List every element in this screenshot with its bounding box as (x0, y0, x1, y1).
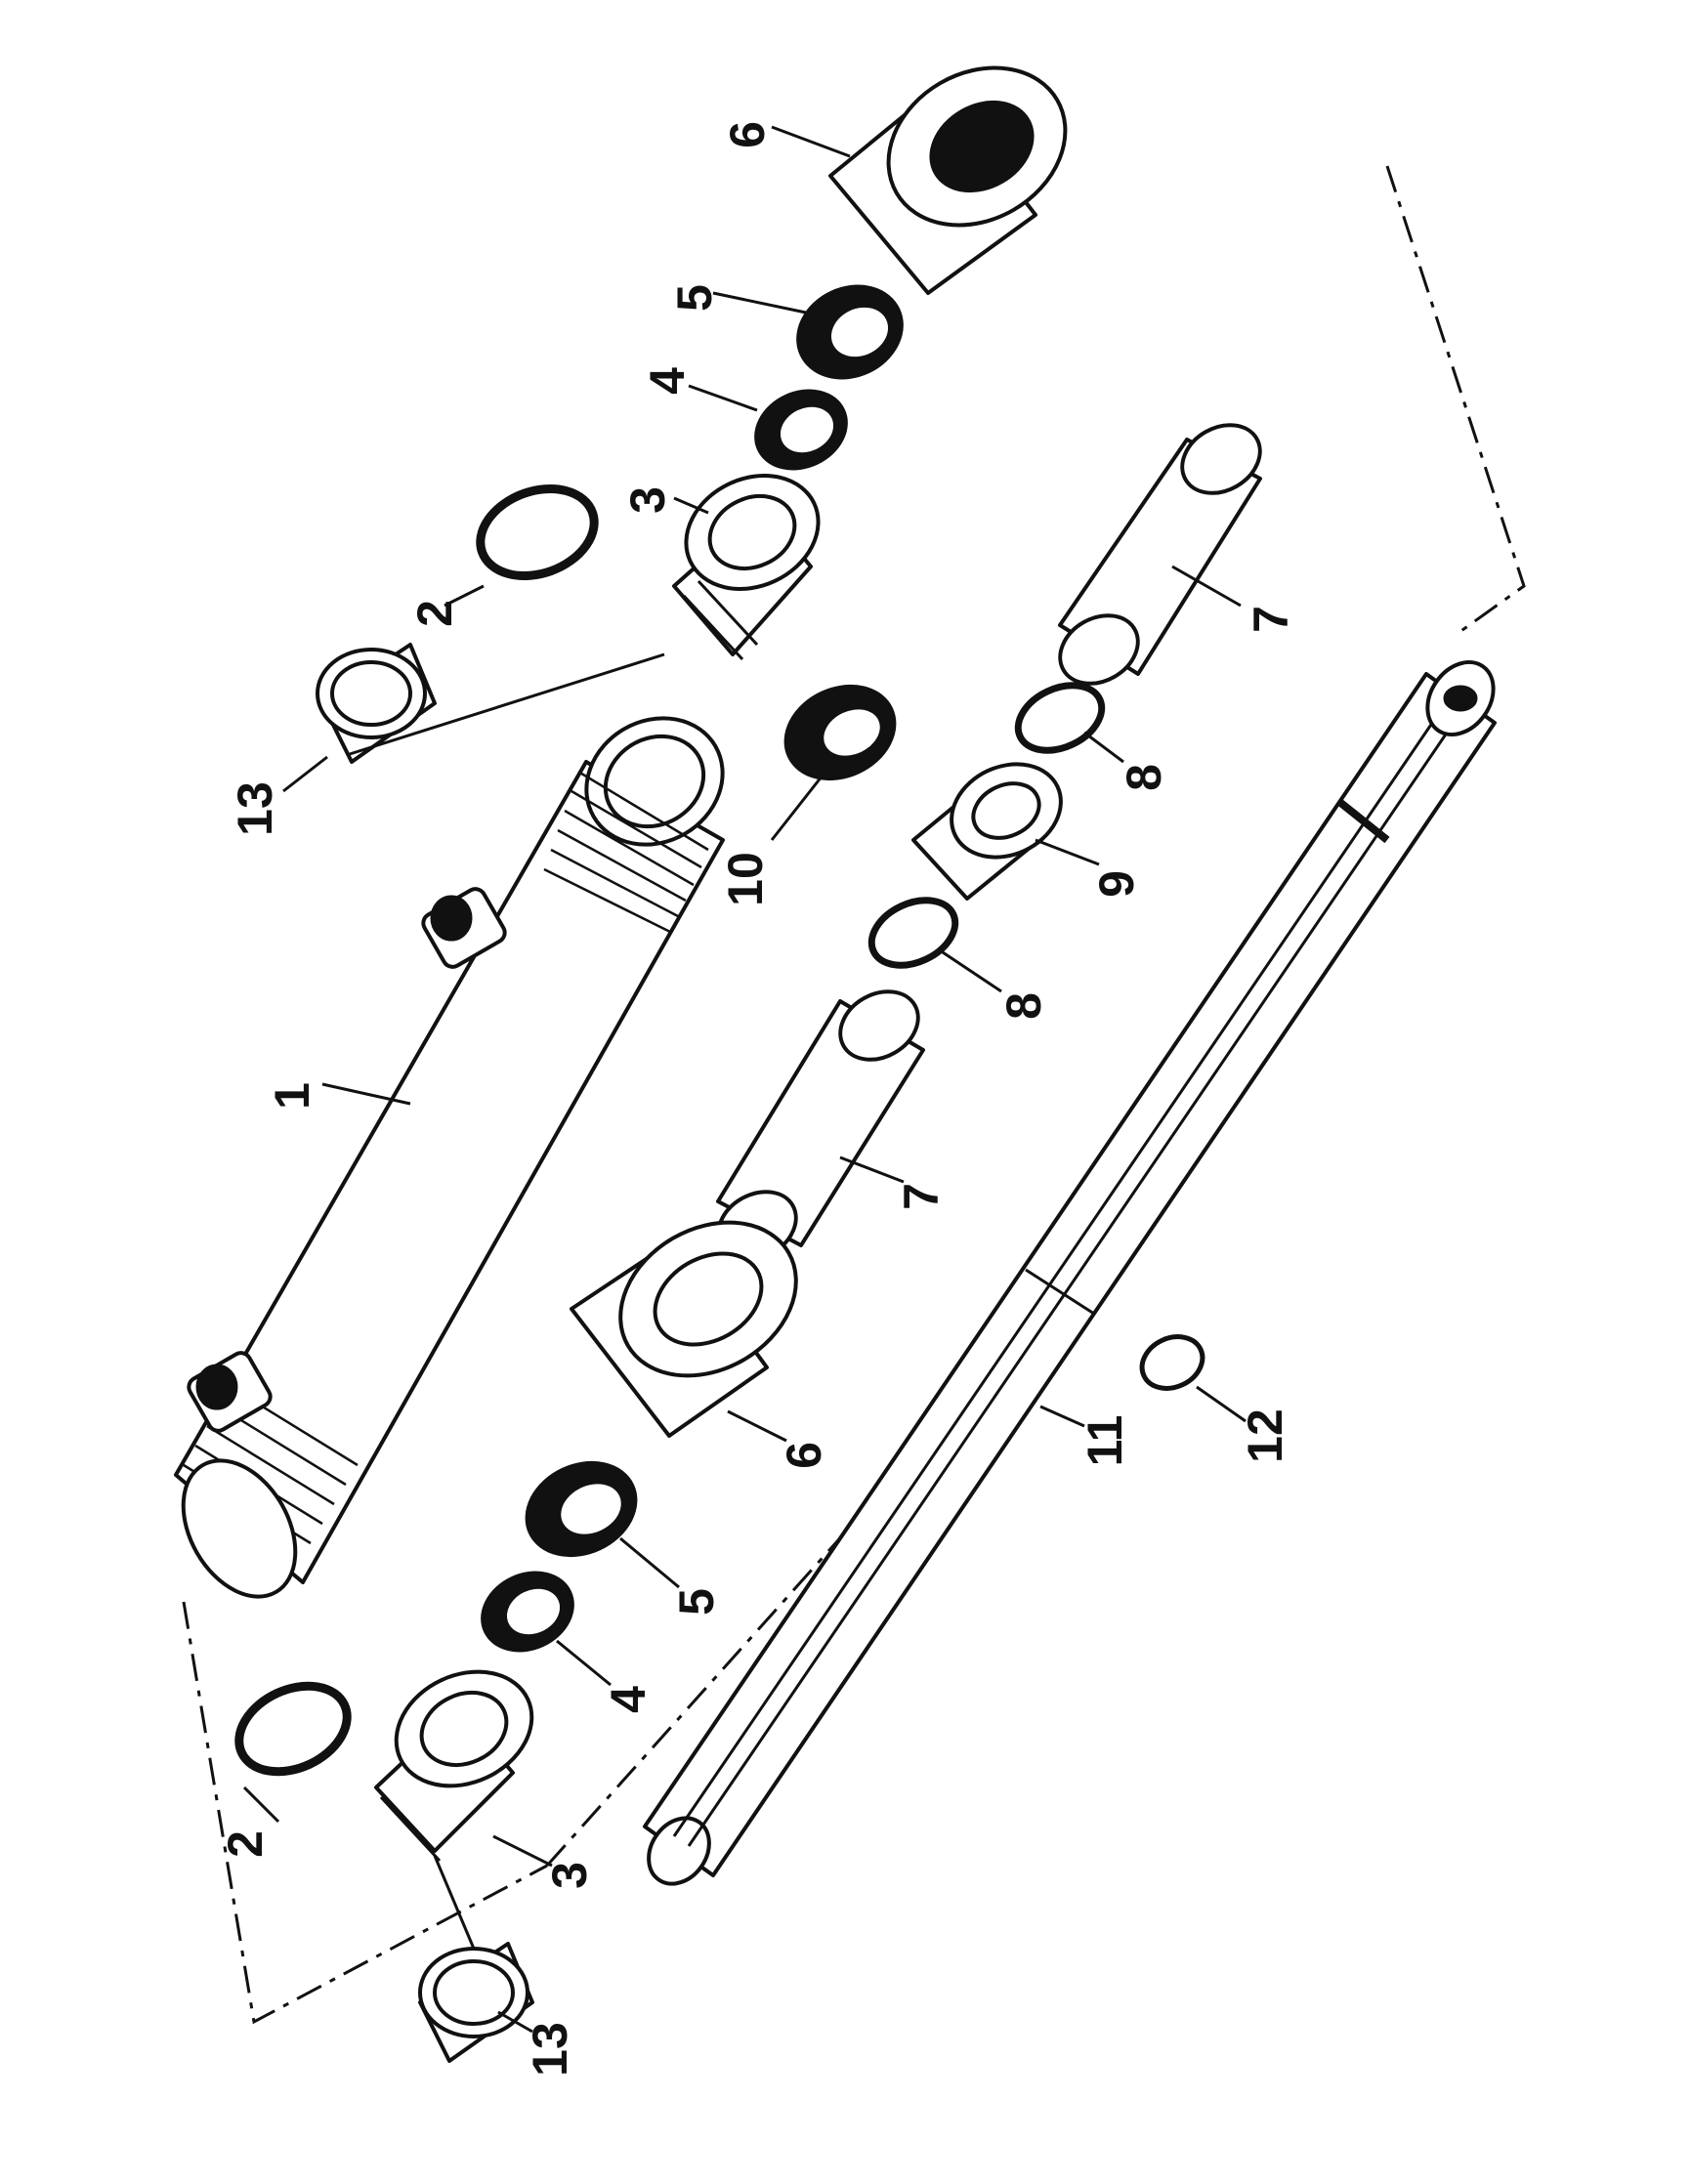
callout-7-right: 7 (1244, 606, 1298, 633)
callout-5-top: 5 (667, 284, 722, 312)
callout-5-bottom: 5 (669, 1588, 724, 1616)
callout-11: 11 (1078, 1415, 1132, 1467)
part-11-piston-rod (643, 659, 1497, 1886)
assembly-line-left (182, 1601, 548, 2025)
part-8-snap-ring-right (1014, 682, 1106, 754)
callout-13-top: 13 (228, 781, 282, 836)
part-2-o-ring-bottom (234, 1681, 352, 1777)
part-9-piston (911, 762, 1063, 901)
part-6-nut-mid (570, 1220, 798, 1438)
part-12-o-ring (1139, 1334, 1205, 1391)
part-13-bushing-top (316, 643, 665, 764)
part-2-o-ring-top (476, 484, 599, 580)
part-1-cylinder-barrel (174, 716, 725, 1599)
callout-8-right: 8 (1117, 764, 1171, 791)
leader-lines (242, 125, 1247, 2034)
callout-6-top: 6 (720, 121, 775, 148)
callout-9: 9 (1089, 870, 1144, 898)
callout-3-top: 3 (620, 486, 675, 514)
callout-4-bottom: 4 (601, 1686, 655, 1713)
callout-2-bottom: 2 (218, 1830, 273, 1858)
callout-8-mid: 8 (996, 992, 1051, 1020)
callout-12: 12 (1238, 1408, 1292, 1463)
part-8-snap-ring-mid (867, 897, 959, 969)
part-6-nut-top (828, 65, 1068, 295)
callout-6-mid: 6 (777, 1442, 831, 1469)
part-3-gland-bottom (374, 1669, 534, 1863)
part-13-bushing-bottom (418, 1855, 534, 2063)
callout-labels: 1 2 3 4 5 6 7 8 9 10 8 7 6 5 4 2 3 11 12… (218, 121, 1298, 2077)
callout-1: 1 (265, 1082, 319, 1110)
callout-10: 10 (718, 852, 773, 906)
callout-3-bottom: 3 (542, 1862, 597, 1889)
callout-4-top: 4 (640, 367, 695, 395)
callout-13-bottom: 13 (523, 2022, 577, 2077)
part-7-tube-right (1058, 423, 1262, 686)
assembly-line-right (1385, 165, 1526, 637)
callout-7-mid: 7 (894, 1183, 949, 1210)
part-3-gland-top (672, 474, 821, 661)
callout-2-top: 2 (407, 600, 462, 627)
